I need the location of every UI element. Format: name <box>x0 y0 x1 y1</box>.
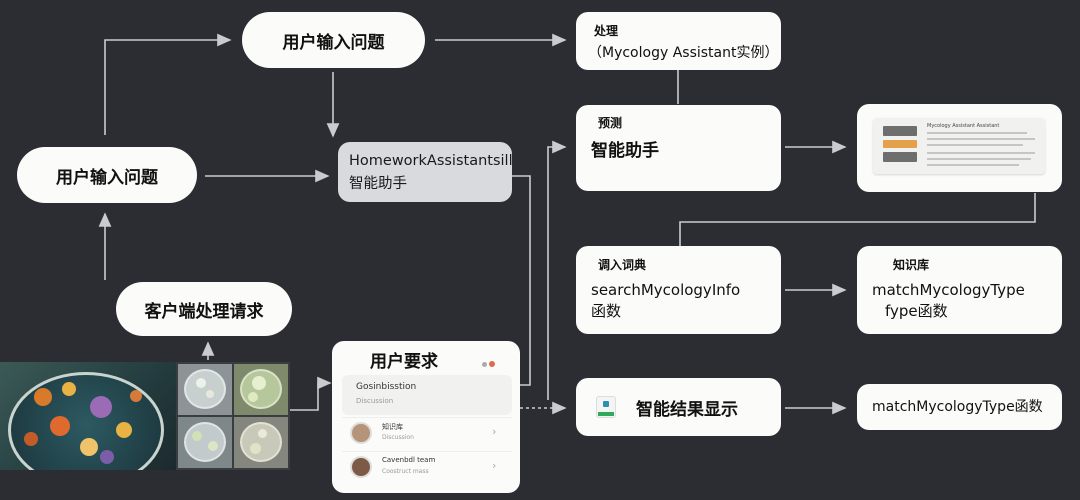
petri-dish-large-image <box>0 362 176 470</box>
colony <box>50 416 70 436</box>
user-input-pill-left: 用户输入问题 <box>17 147 197 203</box>
colony <box>80 438 98 456</box>
colony <box>208 441 218 451</box>
preview-text-line <box>927 144 1023 146</box>
petri-dish <box>184 369 226 409</box>
chevron-right-icon: › <box>492 425 497 438</box>
process-card: 处理 （Mycology Assistant实例） <box>576 12 781 70</box>
knowledge-base-card: 知识库 matchMycologyType fype函数 <box>857 246 1062 334</box>
petri-cell <box>178 417 232 468</box>
arrow-up-to-predict <box>547 140 567 400</box>
petri-cell <box>234 364 288 415</box>
petri-cell <box>178 364 232 415</box>
kb-line2: fype函数 <box>885 302 948 320</box>
colony <box>90 396 112 418</box>
arrow-loop-top <box>104 33 232 135</box>
predict-body: 智能助手 <box>591 141 659 161</box>
preview-text-line <box>927 164 1019 166</box>
preview-tab-orange <box>883 140 917 148</box>
homework-line2: 智能助手 <box>349 176 407 192</box>
avatar <box>350 456 372 478</box>
petri-dish <box>184 422 226 462</box>
result-icon-top <box>603 401 609 407</box>
request-status-dots <box>482 352 495 371</box>
colony <box>130 390 142 402</box>
colony <box>250 443 261 454</box>
process-title: 处理 <box>594 24 619 38</box>
process-body: （Mycology Assistant实例） <box>588 45 779 61</box>
petri-dish <box>240 422 282 462</box>
client-request-pill: 客户端处理请求 <box>116 282 292 336</box>
request-list-item[interactable]: 知识库 Discussion › <box>342 417 512 450</box>
request-list-item[interactable]: Cavenbdl team Coostruct mass › <box>342 451 512 484</box>
colony <box>116 422 132 438</box>
result-icon-bar <box>598 412 614 416</box>
predict-card: 预测 智能助手 <box>576 105 781 191</box>
colony <box>34 388 52 406</box>
kb-title: 知识库 <box>893 258 930 272</box>
colony <box>206 390 214 398</box>
match-type-card: matchMycologyType函数 <box>857 384 1062 430</box>
pill-client-label: 客户端处理请求 <box>144 301 264 322</box>
predict-title: 预测 <box>598 116 623 130</box>
preview-text-line <box>927 158 1031 160</box>
request-title: 用户要求 <box>370 352 438 372</box>
status-dot-red <box>489 361 495 367</box>
pill-left-label: 用户输入问题 <box>56 167 158 188</box>
result-display-card: 智能结果显示 <box>576 378 781 436</box>
colony <box>248 392 258 402</box>
kb-line1: matchMycologyType <box>872 281 1025 299</box>
match2-label: matchMycologyType函数 <box>872 399 1043 415</box>
list-item-name: 知识库 <box>382 423 403 431</box>
user-request-card: 用户要求 Gosinbisstion Discussion 知识库 Discus… <box>332 341 520 493</box>
status-dot-gray <box>482 362 487 367</box>
request-row-title: Gosinbisstion <box>356 382 417 392</box>
petri-cell <box>234 417 288 468</box>
preview-text-line <box>927 138 1035 140</box>
preview-tab-gray <box>883 126 917 136</box>
list-item-name: Cavenbdl team <box>382 456 436 464</box>
colony <box>196 378 206 388</box>
preview-card: Mycology Assistant Assistant <box>857 104 1062 192</box>
colony <box>62 382 76 396</box>
user-input-pill-top: 用户输入问题 <box>242 12 425 68</box>
avatar <box>350 422 372 444</box>
chevron-right-icon: › <box>492 459 497 472</box>
colony <box>100 450 114 464</box>
result-label: 智能结果显示 <box>636 400 738 420</box>
dict-title: 调入词典 <box>598 258 647 272</box>
arrow-petri-to-request <box>290 376 332 411</box>
colony <box>258 429 267 438</box>
request-summary-row[interactable]: Gosinbisstion Discussion <box>342 375 512 415</box>
homework-assistant-card: HomeworkAssistantsill 智能助手 <box>338 142 513 202</box>
line-preview-to-dict <box>679 193 1036 246</box>
colony <box>252 376 266 390</box>
list-item-sub: Coostruct mass <box>382 468 429 475</box>
petri-dish-grid-image <box>176 362 290 470</box>
preview-header: Mycology Assistant Assistant <box>927 123 1000 129</box>
dict-line2: 函数 <box>591 302 622 320</box>
preview-inner-panel: Mycology Assistant Assistant <box>873 118 1045 174</box>
request-row-sub: Discussion <box>356 397 394 405</box>
colony <box>192 431 202 441</box>
preview-text-line <box>927 152 1035 154</box>
pill-top-label: 用户输入问题 <box>282 32 385 53</box>
result-app-icon <box>596 396 616 418</box>
dict-line1: searchMycologyInfo <box>591 281 741 299</box>
preview-tab-gray-2 <box>883 152 917 162</box>
homework-line1: HomeworkAssistantsill <box>349 153 513 169</box>
preview-text-line <box>927 132 1027 134</box>
list-item-sub: Discussion <box>382 434 414 441</box>
colony <box>24 432 38 446</box>
dictionary-card: 调入词典 searchMycologyInfo 函数 <box>576 246 781 334</box>
